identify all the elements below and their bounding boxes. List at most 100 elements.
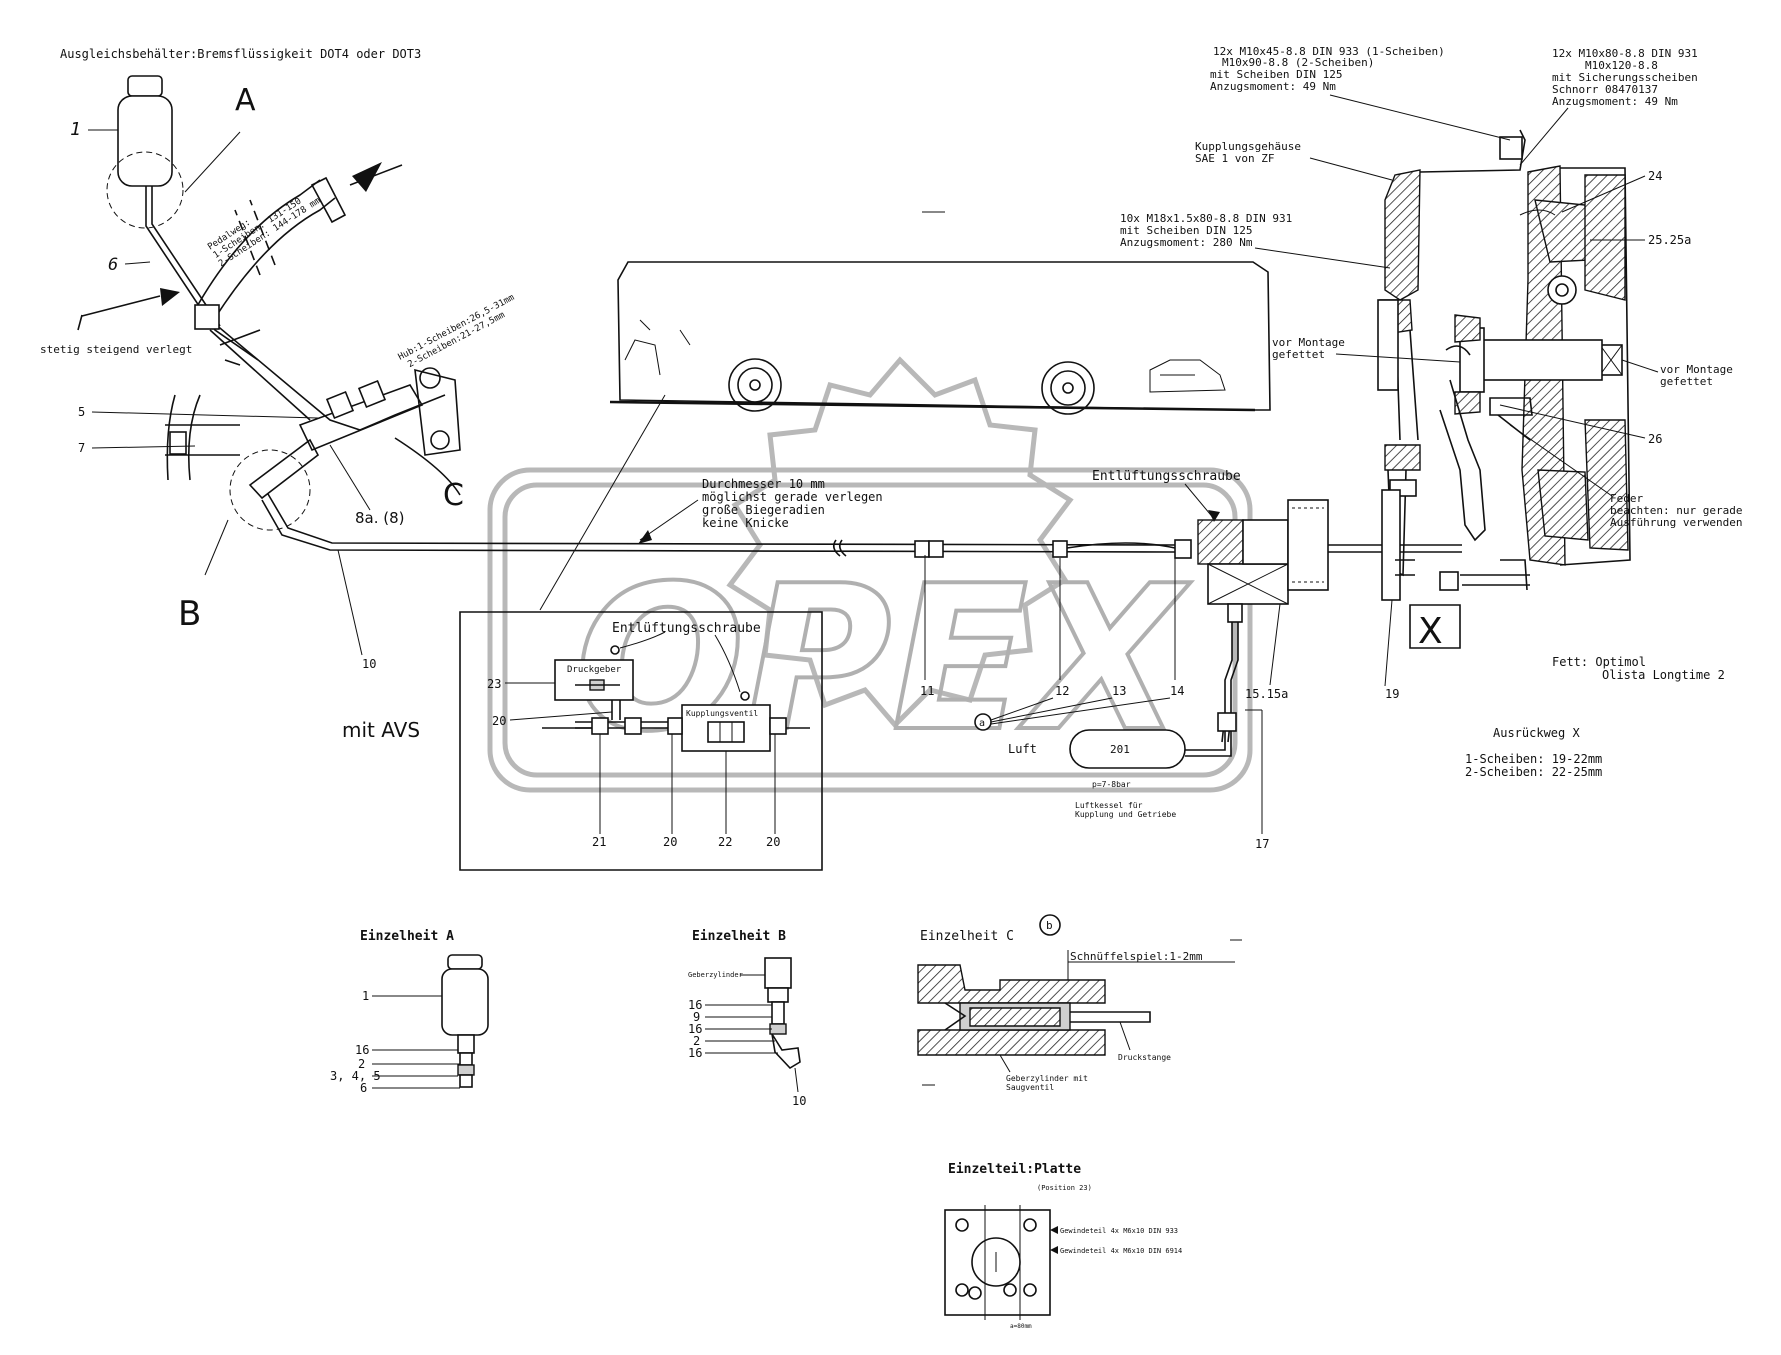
svg-text:Durchmesser 10 mm: Durchmesser 10 mm — [702, 477, 825, 491]
svg-text:keine Knicke: keine Knicke — [702, 516, 789, 530]
plate-bolt-1: Gewindeteil 4x M6x10 DIN 933 — [1060, 1227, 1178, 1235]
svg-text:1-Scheiben: 19-22mm: 1-Scheiben: 19-22mm — [1465, 752, 1602, 766]
callout-26: 26 — [1648, 432, 1662, 446]
pressure-switch-label: Druckgeber — [567, 665, 622, 675]
release-travel: Ausrückweg X 1-Scheiben: 19-22mm 2-Schei… — [1465, 726, 1602, 779]
avs-box: mit AVS Entlüftungsschraube Druckgeber K… — [342, 611, 823, 871]
svg-text:möglichst gerade verlegen: möglichst gerade verlegen — [702, 490, 883, 504]
air-line: 201 — [1069, 603, 1243, 769]
routing-note: stetig steigend verlegt — [40, 343, 192, 356]
detail-b-label-geber: Geberzylinder — [688, 971, 743, 979]
air-tank — [1069, 729, 1186, 769]
callout-7: 7 — [78, 441, 85, 455]
callout-11: 11 — [920, 684, 934, 698]
detail-c-snift: Schnüffelspiel:1-2mm — [1070, 950, 1203, 963]
svg-text:Anzugsmoment: 49 Nm: Anzugsmoment: 49 Nm — [1210, 80, 1336, 93]
spring-note: Feder beachten: nur gerade Ausführung ve… — [1610, 492, 1742, 529]
svg-text:2-Scheiben: 22-25mm: 2-Scheiben: 22-25mm — [1465, 765, 1602, 779]
svg-text:mit Sicherungsscheiben: mit Sicherungsscheiben — [1552, 71, 1698, 84]
letter-x: X — [1418, 611, 1443, 652]
callout-21: 21 — [592, 835, 606, 849]
callout-25: 25.25a — [1648, 233, 1691, 247]
svg-text:b: b — [1046, 919, 1053, 932]
detail-a-label-345: 3, 4, 5 — [330, 1069, 381, 1083]
svg-text:M10x90-8.8 (2-Scheiben): M10x90-8.8 (2-Scheiben) — [1222, 56, 1374, 69]
svg-text:1-Scheiben: 131-150: 1-Scheiben: 131-150 — [212, 196, 304, 260]
svg-text:vor Montage: vor Montage — [1272, 336, 1345, 349]
callout-8a: 8a. (8) — [355, 509, 405, 527]
svg-text:mit Scheiben DIN 125: mit Scheiben DIN 125 — [1210, 68, 1342, 81]
line-note: Durchmesser 10 mm möglichst gerade verle… — [702, 477, 883, 530]
svg-text:12x M10x80-8.8 DIN 931: 12x M10x80-8.8 DIN 931 — [1552, 47, 1698, 60]
callout-17: 17 — [1255, 837, 1269, 851]
callout-20c: 20 — [766, 835, 780, 849]
svg-text:Olista Longtime 2: Olista Longtime 2 — [1602, 668, 1725, 682]
svg-text:mit Scheiben DIN 125: mit Scheiben DIN 125 — [1120, 224, 1252, 237]
circle-b — [1039, 914, 1061, 936]
air-tank-line-2: Kupplung und Getriebe — [1075, 810, 1176, 819]
air-tank-label: 201 — [1110, 743, 1130, 756]
detail-c-drawing — [917, 964, 1151, 1056]
svg-text:große Biegeradien: große Biegeradien — [702, 503, 825, 517]
detail-a-label-6: 6 — [360, 1081, 367, 1095]
detail-b-label-16b: 16 — [688, 1022, 702, 1036]
callout-6: 6 — [108, 255, 118, 275]
svg-text:a: a — [979, 718, 985, 729]
letter-c: C — [443, 478, 464, 513]
svg-text:gefettet: gefettet — [1660, 375, 1713, 388]
clutch-pedal — [194, 176, 461, 456]
hydraulic-line — [261, 493, 1192, 559]
air-label: Luft — [1008, 742, 1037, 756]
avs-label: mit AVS — [342, 718, 420, 742]
plate-title: Einzelteil:Platte — [948, 1162, 1081, 1177]
reservoir-note: Ausgleichsbehälter:Bremsflüssigkeit DOT4… — [60, 47, 421, 61]
air-pressure: p=7-8bar — [1092, 780, 1131, 789]
svg-text:gefettet: gefettet — [1272, 348, 1325, 361]
pedal-travel-note: Pedalweg: 1-Scheiben: 131-150 2-Scheiben… — [206, 196, 322, 269]
grease-note-right: vor Montage gefettet — [1660, 363, 1733, 388]
detail-a-label-1: 1 — [362, 989, 369, 1003]
callout-23: 23 — [487, 677, 501, 691]
callout-19: 19 — [1385, 687, 1399, 701]
callout-22: 22 — [718, 835, 732, 849]
bolt-note-top-left: 12x M10x45-8.8 DIN 933 (1-Scheiben) M10x… — [1210, 45, 1445, 93]
svg-text:Ausführung verwenden: Ausführung verwenden — [1610, 516, 1742, 529]
stroke-note: Hub:1-Scheiben:26,5-31mm 2-Scheiben:21-2… — [397, 293, 517, 370]
svg-text:Feder: Feder — [1610, 492, 1643, 505]
detail-b-drawing — [764, 957, 801, 1070]
svg-text:Anzugsmoment: 280 Nm: Anzugsmoment: 280 Nm — [1120, 236, 1253, 249]
callout-20b: 20 — [663, 835, 677, 849]
letter-a: A — [235, 83, 256, 118]
plate-bolt-2: Gewindeteil 4x M6x10 DIN 6914 — [1060, 1247, 1182, 1255]
svg-text:vor Montage: vor Montage — [1660, 363, 1733, 376]
plate-position: (Position 23) — [1037, 1184, 1092, 1192]
callout-15-15a: 15.15a — [1245, 687, 1288, 701]
grease-spec: Fett: Optimol Olista Longtime 2 — [1552, 655, 1725, 682]
housing-note: Kupplungsgehäuse SAE 1 von ZF — [1195, 140, 1301, 165]
callout-1: 1 — [70, 119, 81, 140]
detail-c-cyl-1: Geberzylinder mit — [1006, 1074, 1088, 1083]
detail-b-label-2: 2 — [693, 1034, 700, 1048]
callout-5: 5 — [78, 405, 85, 419]
bolt-note-mid: 10x M18x1.5x80-8.8 DIN 931 mit Scheiben … — [1120, 212, 1292, 249]
detail-c-title: Einzelheit C — [920, 929, 1014, 944]
fluid-reservoir — [106, 75, 259, 361]
master-cylinder — [229, 379, 461, 531]
callout-13: 13 — [1112, 684, 1126, 698]
plate-drawing — [944, 1205, 1058, 1320]
svg-text:Schnorr 08470137: Schnorr 08470137 — [1552, 83, 1658, 96]
grease-note-left: vor Montage gefettet — [1272, 336, 1345, 361]
svg-text:beachten: nur gerade: beachten: nur gerade — [1610, 504, 1742, 517]
svg-text:Ausrückweg X: Ausrückweg X — [1493, 726, 1580, 740]
callout-12: 12 — [1055, 684, 1069, 698]
callout-20a: 20 — [492, 714, 506, 728]
detail-b-label-10: 10 — [792, 1094, 806, 1108]
detail-a-label-2: 2 — [358, 1057, 365, 1071]
bleed-screw: Entlüftungsschraube — [1092, 469, 1241, 484]
svg-text:12x M10x45-8.8 DIN 933 (1-Sche: 12x M10x45-8.8 DIN 933 (1-Scheiben) — [1213, 45, 1445, 58]
clutch-housing — [1377, 129, 1631, 601]
plate-dim: a=80mm — [1010, 1323, 1032, 1330]
svg-text:10x M18x1.5x80-8.8 DIN 931: 10x M18x1.5x80-8.8 DIN 931 — [1120, 212, 1292, 225]
detail-c-cyl-2: Saugventil — [1006, 1083, 1054, 1092]
